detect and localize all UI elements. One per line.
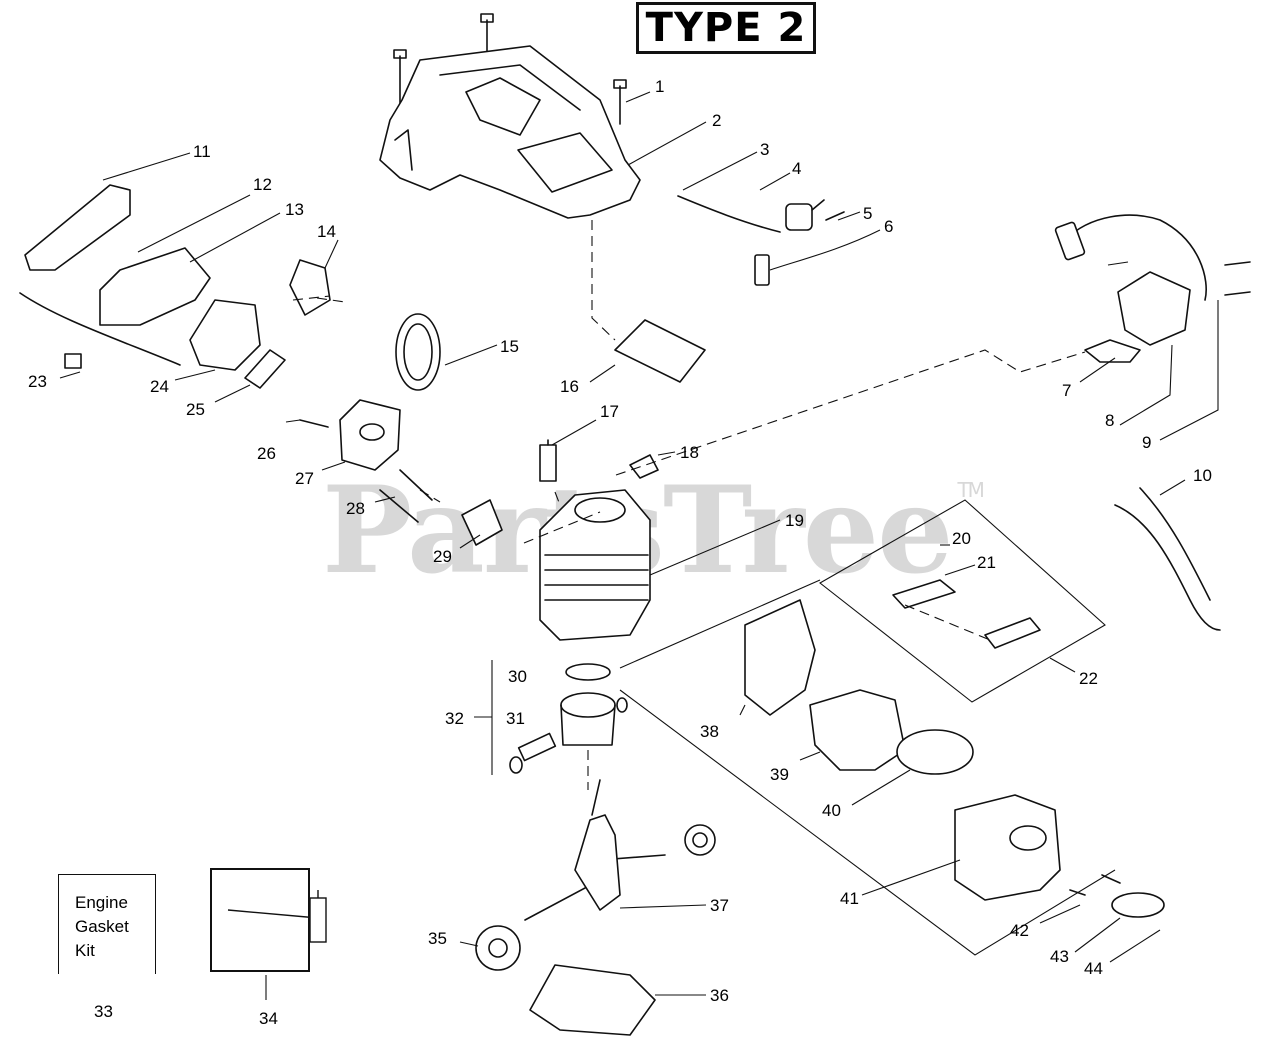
callout-35: 35 bbox=[428, 929, 447, 948]
callout-20: 20 bbox=[952, 529, 971, 548]
callout-40: 40 bbox=[822, 801, 841, 820]
piston-ring bbox=[565, 663, 611, 681]
callout-5: 5 bbox=[863, 204, 873, 223]
callout-9: 9 bbox=[1142, 433, 1152, 452]
carburetor bbox=[189, 299, 261, 371]
bearing-left bbox=[475, 925, 521, 971]
callout-30: 30 bbox=[508, 667, 527, 686]
bolt-28 bbox=[379, 489, 419, 523]
kit-label-line-3: Kit bbox=[75, 941, 95, 960]
intake-boot bbox=[395, 313, 441, 391]
callout-42: 42 bbox=[1010, 921, 1029, 940]
callout-24: 24 bbox=[150, 377, 169, 396]
muffler bbox=[954, 794, 1061, 901]
callout-29: 29 bbox=[433, 547, 452, 566]
callout-8: 8 bbox=[1105, 411, 1115, 430]
spark-arrestor-plate bbox=[892, 579, 956, 609]
callout-32: 32 bbox=[445, 709, 464, 728]
bearing-right bbox=[684, 824, 716, 856]
callout-7: 7 bbox=[1062, 381, 1072, 400]
callout-39: 39 bbox=[770, 765, 789, 784]
top-cover bbox=[379, 45, 641, 219]
callout-36: 36 bbox=[710, 986, 729, 1005]
intake-manifold bbox=[339, 399, 401, 471]
callout-10: 10 bbox=[1193, 466, 1212, 485]
callout-41: 41 bbox=[840, 889, 859, 908]
callout-17: 17 bbox=[600, 402, 619, 421]
callout-4: 4 bbox=[792, 159, 802, 178]
callout-43: 43 bbox=[1050, 947, 1069, 966]
fuel-filter bbox=[754, 254, 770, 286]
callout-15: 15 bbox=[500, 337, 519, 356]
cylinder bbox=[539, 489, 651, 641]
air-filter-cover bbox=[24, 184, 131, 271]
cylinder-gasket bbox=[461, 499, 503, 546]
leader-lines bbox=[59, 91, 1219, 1000]
tool-box bbox=[210, 868, 310, 972]
callout-44: 44 bbox=[1084, 959, 1103, 978]
callout-1: 1 bbox=[655, 77, 665, 96]
callout-13: 13 bbox=[285, 200, 304, 219]
callout-23: 23 bbox=[28, 372, 47, 391]
carb-gasket bbox=[244, 349, 286, 389]
ignition-bracket bbox=[1084, 339, 1141, 363]
fuel-hose bbox=[677, 195, 781, 233]
callout-11: 11 bbox=[193, 142, 211, 161]
callout-38: 38 bbox=[700, 722, 719, 741]
callout-14: 14 bbox=[317, 222, 336, 241]
crankshaft bbox=[524, 779, 666, 921]
throttle-wire bbox=[19, 292, 181, 366]
cover-plate-43 bbox=[1111, 892, 1165, 918]
group-outlines bbox=[619, 499, 1116, 956]
ignition-coil bbox=[1117, 271, 1191, 346]
small-screw bbox=[825, 211, 845, 221]
type-label: TYPE 2 bbox=[636, 2, 816, 54]
spark-arrestor-screen bbox=[984, 617, 1041, 649]
callout-21: 21 bbox=[977, 553, 996, 572]
crankcase bbox=[529, 964, 656, 1036]
wiring-harness bbox=[1114, 504, 1221, 631]
callout-37: 37 bbox=[710, 896, 729, 915]
callout-18: 18 bbox=[680, 443, 699, 462]
filter-housing bbox=[99, 247, 211, 326]
callout-28: 28 bbox=[346, 499, 365, 518]
callout-16: 16 bbox=[560, 377, 579, 396]
exhaust-gasket bbox=[896, 729, 974, 775]
bolt-26 bbox=[299, 419, 329, 428]
spark-boot bbox=[1054, 221, 1086, 261]
piston-pin bbox=[517, 732, 557, 762]
callout-27: 27 bbox=[295, 469, 314, 488]
callout-22: 22 bbox=[1079, 669, 1098, 688]
callout-31: 31 bbox=[506, 709, 525, 728]
trademark-mark: TM bbox=[957, 478, 985, 502]
callout-26: 26 bbox=[257, 444, 276, 463]
primer-bulb bbox=[785, 199, 825, 231]
piston bbox=[560, 692, 616, 746]
spark-plug bbox=[539, 439, 557, 482]
dashed-guides bbox=[292, 220, 1086, 790]
callout-33: 33 bbox=[94, 1002, 113, 1021]
callout-3: 3 bbox=[760, 140, 770, 159]
muffler-gasket-plate bbox=[744, 599, 816, 716]
callout-19: 19 bbox=[785, 511, 804, 530]
callout-6: 6 bbox=[884, 217, 894, 236]
callout-2: 2 bbox=[712, 111, 722, 130]
callout-12: 12 bbox=[253, 175, 272, 194]
scrench-tool bbox=[227, 890, 327, 943]
callout-34: 34 bbox=[259, 1009, 278, 1028]
decal bbox=[614, 319, 706, 383]
engine-gasket-kit-box: Engine Gasket Kit bbox=[58, 874, 156, 974]
kit-label-line-2: Gasket bbox=[75, 917, 129, 936]
plug-cap bbox=[629, 454, 659, 479]
intake-elbow bbox=[289, 259, 331, 316]
clip-23 bbox=[64, 353, 82, 369]
ignition-wire bbox=[1064, 214, 1207, 301]
callout-25: 25 bbox=[186, 400, 205, 419]
muffler-bracket bbox=[809, 689, 906, 771]
kit-label-line-1: Engine bbox=[75, 893, 128, 912]
